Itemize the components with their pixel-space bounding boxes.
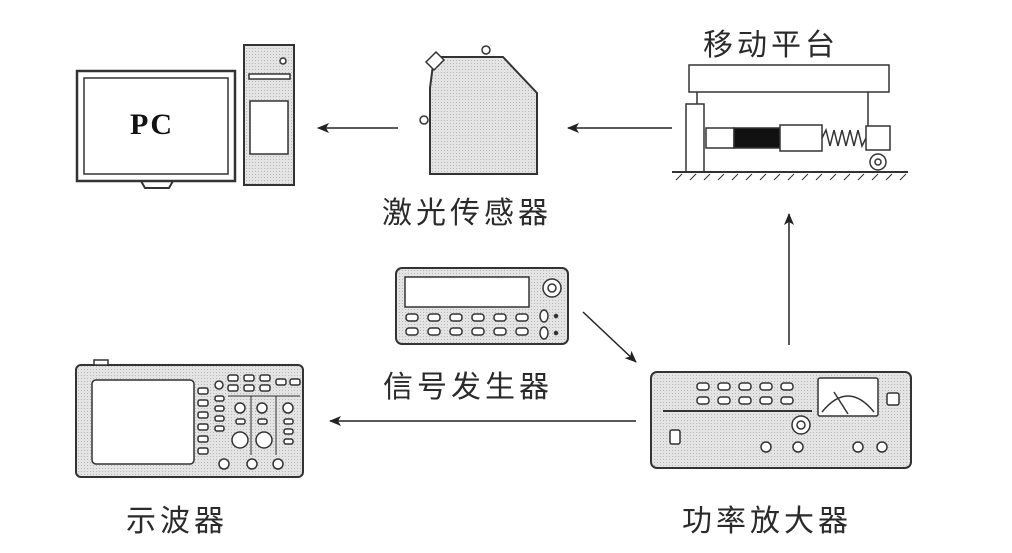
signal-generator-label: 信号发生器: [383, 370, 553, 405]
moving-platform-label: 移动平台: [703, 28, 839, 63]
power-amplifier-icon: [650, 371, 912, 469]
laser-sensor-label: 激光传感器: [382, 196, 552, 231]
laser-sensor-icon: [419, 45, 538, 175]
signal-generator-icon: [395, 267, 569, 345]
pc-label: PC: [130, 108, 174, 141]
moving-platform-icon: [672, 64, 908, 181]
power-amplifier-label: 功率放大器: [682, 504, 852, 539]
pc-monitor-icon: [75, 69, 237, 189]
arrows: [317, 123, 794, 426]
oscilloscope-icon: [75, 359, 304, 478]
pc-tower-icon: [243, 44, 295, 186]
oscilloscope-label: 示波器: [126, 504, 228, 539]
arrow-generator-to-amplifier: [582, 311, 637, 363]
